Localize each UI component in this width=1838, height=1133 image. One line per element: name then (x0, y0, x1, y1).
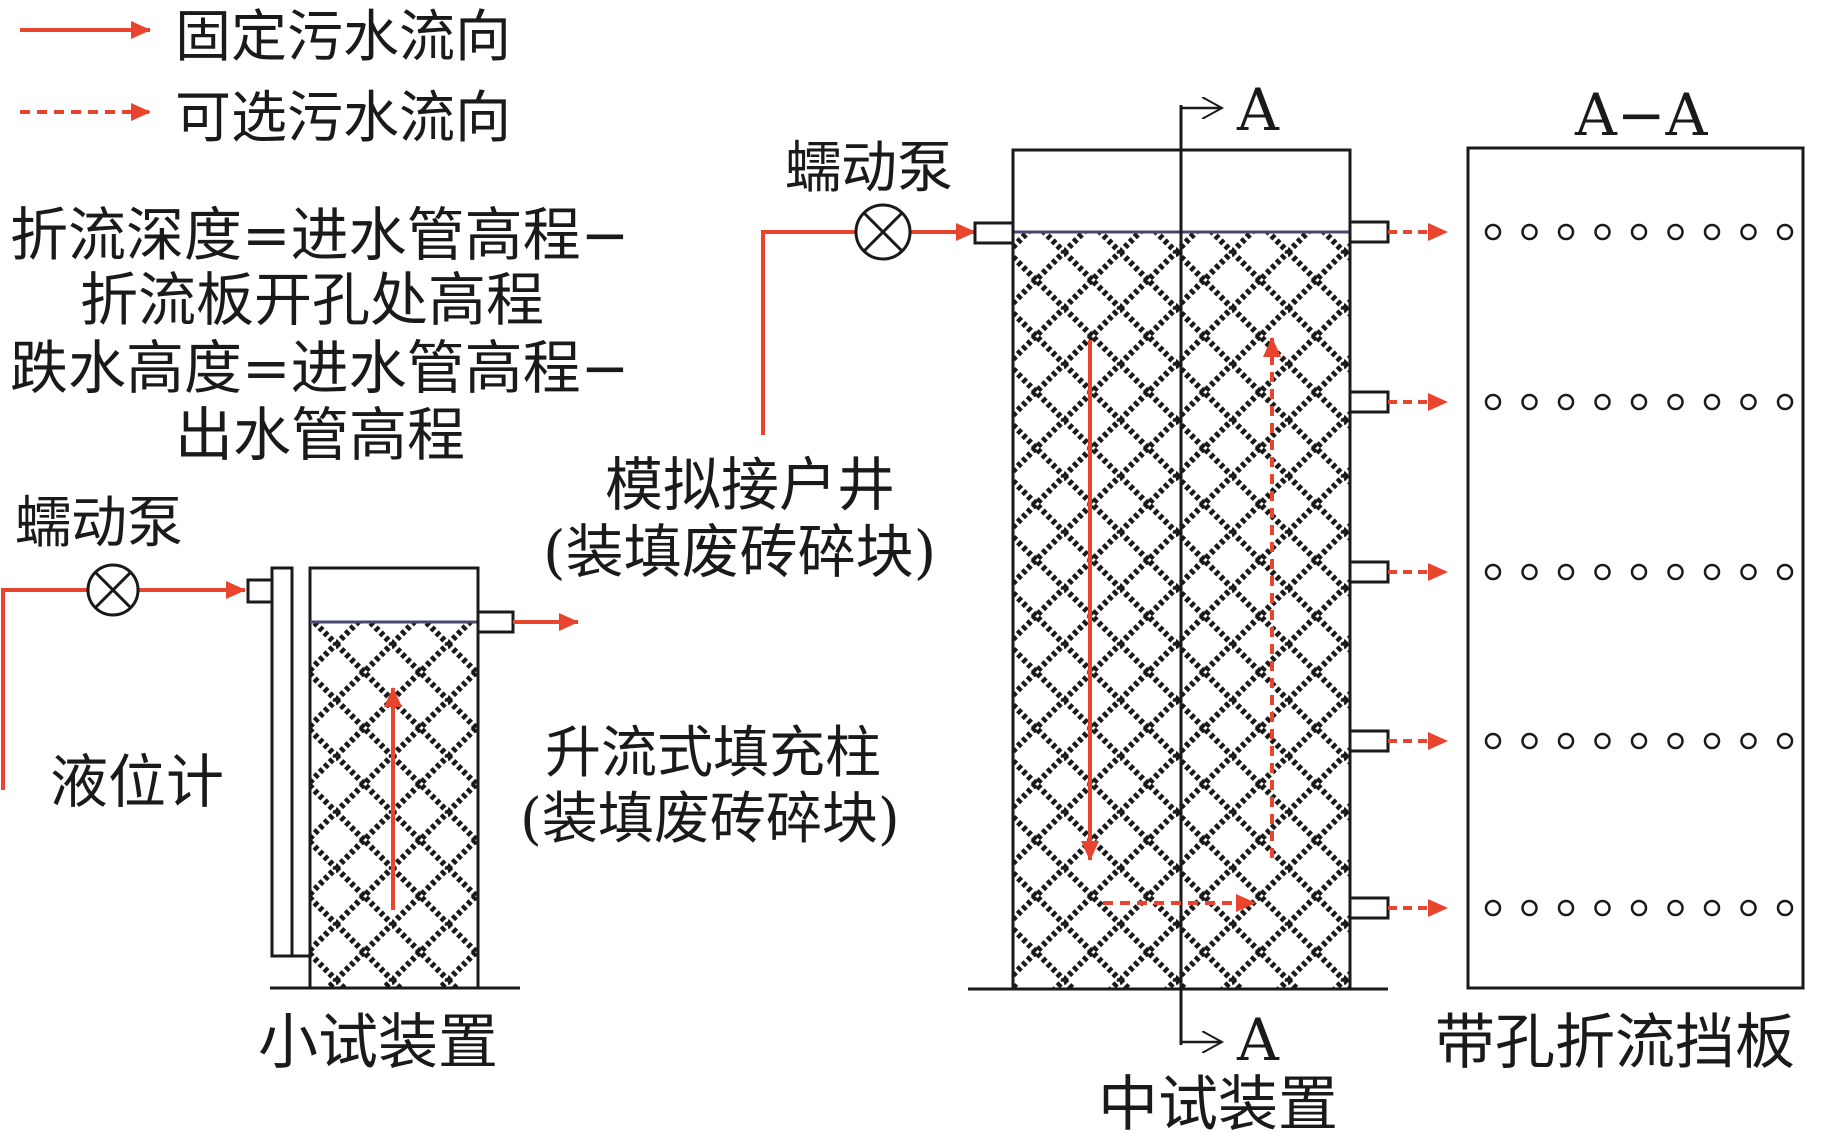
baffle-hole (1776, 223, 1794, 241)
pilot-pump-label: 蠕动泵 (785, 136, 953, 201)
baffle-hole (1484, 732, 1502, 750)
baffle-hole (1557, 393, 1575, 411)
small-inlet-stub (246, 578, 276, 604)
baffle-hole (1557, 563, 1575, 581)
baffle-hole (1740, 732, 1757, 750)
baffle-hole (1667, 563, 1684, 581)
small-test-caption: 小试装置 (258, 1008, 498, 1078)
legend-optional-flow-label: 可选污水流向 (175, 86, 511, 151)
pilot-test-caption: 中试装置 (1098, 1070, 1338, 1133)
baffle-hole (1484, 563, 1502, 581)
small-inlet-pipe (1, 588, 88, 790)
baffle-hole (1703, 732, 1721, 750)
baffle-hole (1703, 899, 1721, 917)
outlet-1 (1348, 220, 1448, 244)
pilot-inlet-pipe (761, 230, 856, 435)
baffle-hole (1484, 223, 1502, 241)
baffle-hole (1521, 393, 1538, 411)
baffle-hole (1740, 393, 1757, 411)
baffle-hole (1667, 393, 1684, 411)
baffle-hole (1703, 223, 1721, 241)
baffle-hole (1630, 223, 1648, 241)
baffle-hole (1703, 563, 1721, 581)
section-mark-top: A (1236, 76, 1280, 144)
small-pump-icon (86, 563, 140, 617)
baffle-holes (1484, 223, 1794, 917)
baffle-hole (1630, 899, 1648, 917)
baffle-hole (1557, 223, 1575, 241)
small-column-label-2: (装填废砖碎块) (520, 787, 900, 852)
baffle-hole (1703, 393, 1721, 411)
section-caption: 带孔折流挡板 (1435, 1008, 1795, 1078)
baffle-hole (1484, 899, 1502, 917)
legend-fixed-flow-label: 固定污水流向 (175, 5, 511, 70)
definition-line-3: 跌水高度=进水管高程− (10, 334, 629, 402)
pilot-inlet-stub (973, 221, 1015, 245)
baffle-hole (1630, 732, 1648, 750)
definition-line-2: 折流板开孔处高程 (80, 266, 544, 334)
well-label-2: (装填废砖碎块) (543, 518, 936, 586)
baffle-hole (1630, 393, 1648, 411)
baffle-hole (1594, 563, 1611, 581)
baffle-hole (1667, 899, 1684, 917)
baffle-hole (1776, 732, 1794, 750)
baffle-hole (1776, 899, 1794, 917)
baffle-hole (1557, 732, 1575, 750)
small-column-label-1: 升流式填充柱 (545, 721, 881, 786)
definition-line-4: 出水管高程 (175, 401, 465, 469)
baffle-hole (1776, 393, 1794, 411)
legend: 固定污水流向 可选污水流向 (20, 5, 511, 151)
baffle-hole (1740, 563, 1757, 581)
baffle-hole (1484, 393, 1502, 411)
small-outlet-stub (476, 610, 515, 634)
section-view: A−A 带孔折流挡板 (1435, 81, 1805, 1078)
outlet-5 (1348, 896, 1448, 920)
small-test-device: 蠕动泵 液位计 升流式填充柱 (装填废砖碎块) 小试装置 (1, 491, 900, 1078)
definitions: 折流深度=进水管高程− 折流板开孔处高程 跌水高度=进水管高程− 出水管高程 (10, 201, 629, 469)
level-gauge-label: 液位计 (50, 748, 224, 816)
section-mark-bottom: A (1236, 1006, 1280, 1074)
baffle-hole (1594, 732, 1611, 750)
baffle-hole (1521, 899, 1538, 917)
small-level-gauge (270, 566, 294, 958)
section-title: A−A (1574, 81, 1708, 149)
baffle-hole (1594, 223, 1611, 241)
well-label-1: 模拟接户井 (605, 451, 895, 519)
baffle-hole (1776, 563, 1794, 581)
baffle-hole (1667, 732, 1684, 750)
outlet-2 (1348, 390, 1448, 414)
baffle-hole (1630, 563, 1648, 581)
baffle-hole (1521, 223, 1538, 241)
baffle-hole (1594, 393, 1611, 411)
pilot-pump-icon (854, 203, 912, 261)
definition-line-1: 折流深度=进水管高程− (10, 201, 629, 269)
outlet-3 (1348, 560, 1448, 584)
baffle-hole (1557, 899, 1575, 917)
baffle-hole (1740, 223, 1757, 241)
pilot-test-device: 蠕动泵 模拟接户井 (装填废砖碎块) A A (543, 76, 1448, 1133)
outlet-4 (1348, 729, 1448, 753)
baffle-hole (1521, 732, 1538, 750)
baffle-hole (1667, 223, 1684, 241)
baffle-hole (1740, 899, 1757, 917)
baffle-hole (1594, 899, 1611, 917)
small-pump-label: 蠕动泵 (15, 491, 183, 556)
baffle-hole (1521, 563, 1538, 581)
